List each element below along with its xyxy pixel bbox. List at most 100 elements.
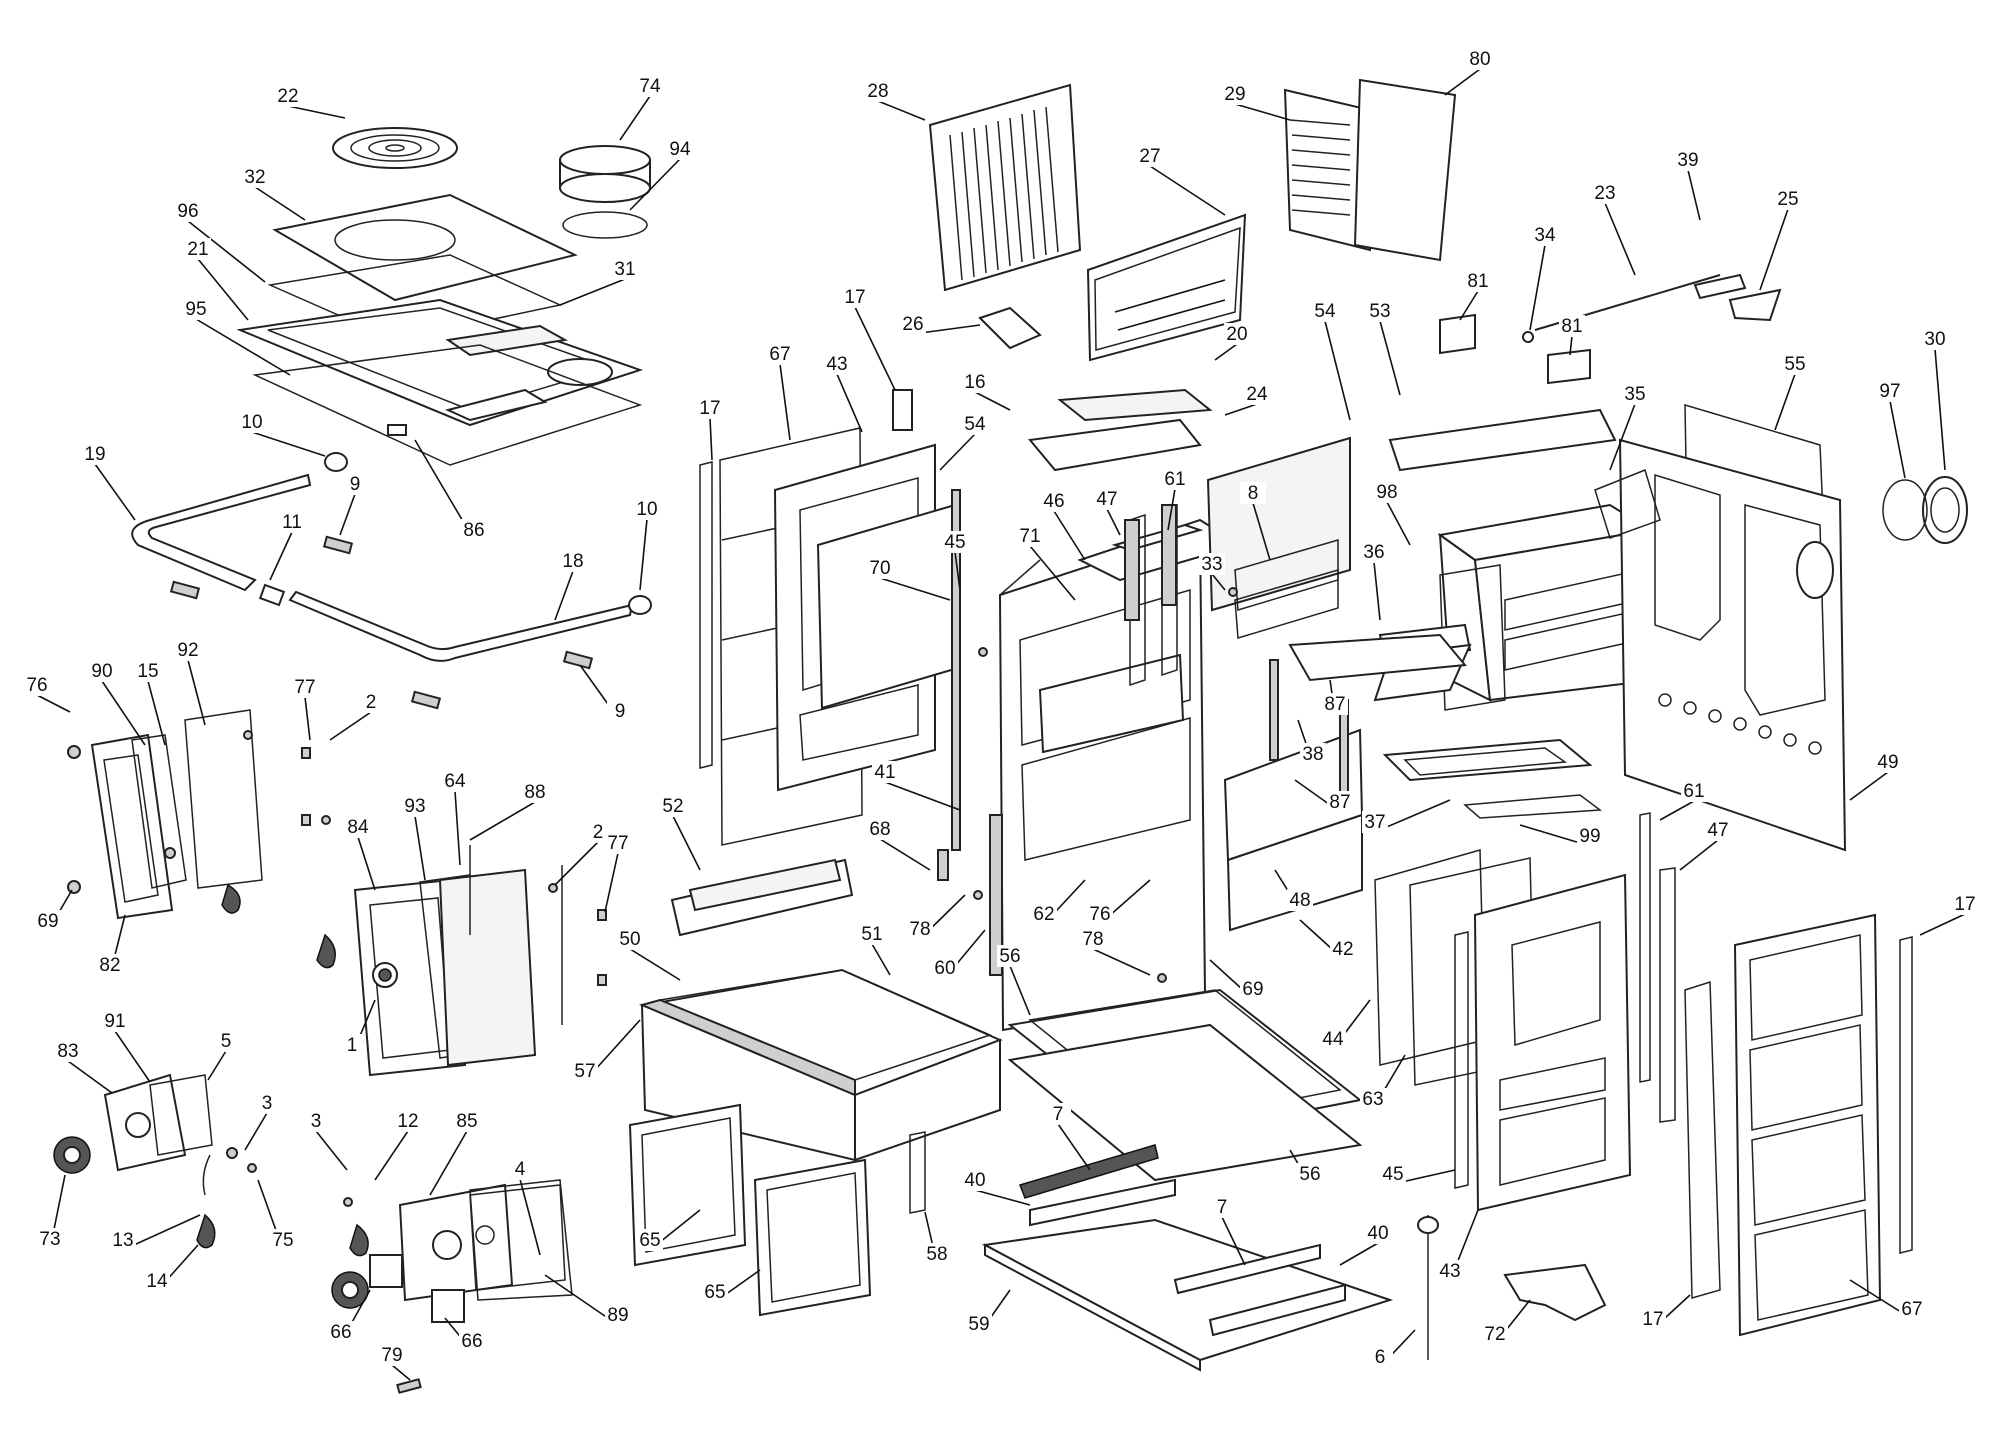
- cooktop-plate: [272, 193, 578, 302]
- callout-label: 48: [1289, 890, 1310, 911]
- callout-c96: 96: [175, 200, 266, 283]
- callout-label: 77: [294, 677, 315, 698]
- callout-c76b: 76: [1087, 879, 1151, 925]
- lower-door: [331, 1179, 573, 1394]
- callout-leader: [974, 1189, 1031, 1206]
- callout-label-bg: [279, 511, 305, 533]
- callout-label: 75: [272, 1230, 293, 1251]
- callout-label-bg: [1320, 1028, 1346, 1050]
- callout-c50: 50: [617, 928, 681, 981]
- callout-c75: 75: [257, 1179, 296, 1251]
- callout-label: 15: [137, 661, 158, 682]
- callout-c58: 58: [924, 1211, 950, 1265]
- firebox-door: [67, 709, 331, 920]
- callout-c42: 42: [1299, 919, 1356, 960]
- callout-c53: 53: [1367, 300, 1401, 396]
- callout-c81b: 81: [1559, 315, 1585, 356]
- callout-label-bg: [907, 918, 933, 940]
- callout-c45b: 45: [1380, 1163, 1456, 1185]
- callout-c37: 37: [1362, 799, 1451, 833]
- callout-leader: [709, 417, 713, 461]
- callout-c32: 32: [242, 166, 306, 221]
- callout-c9b: 9: [579, 664, 633, 722]
- callout-c40a: 40: [962, 1169, 1031, 1206]
- callout-label-bg: [1467, 48, 1493, 70]
- callout-label-bg: [1532, 224, 1558, 246]
- callout-leader: [1934, 348, 1946, 471]
- callout-label: 53: [1369, 301, 1390, 322]
- callout-label: 65: [639, 1230, 660, 1251]
- callout-leader: [1529, 244, 1546, 331]
- callout-label: 46: [1043, 491, 1064, 512]
- callout-label-bg: [605, 832, 631, 854]
- callout-leader: [1009, 965, 1031, 1016]
- callout-leader: [147, 680, 166, 746]
- callout-label: 47: [1707, 820, 1728, 841]
- callout-label: 12: [397, 1111, 418, 1132]
- callout-label: 49: [1877, 752, 1898, 773]
- callout-label: 39: [1677, 150, 1698, 171]
- callout-label-bg: [1640, 1308, 1666, 1330]
- callout-c95: 95: [183, 298, 291, 376]
- callout-label-bg: [617, 928, 643, 950]
- callout-c91: 91: [102, 1010, 151, 1083]
- callout-c68: 68: [867, 818, 931, 871]
- callout-leader: [269, 531, 293, 581]
- callout-label-bg: [824, 353, 850, 375]
- callout-label: 55: [1784, 354, 1805, 375]
- callout-c16: 16: [962, 371, 1011, 411]
- callout-leader: [101, 680, 146, 746]
- callout-leader: [1057, 1123, 1091, 1171]
- callout-label-bg: [1322, 693, 1348, 715]
- callout-label: 32: [244, 167, 265, 188]
- callout-c87b: 87: [1294, 779, 1353, 813]
- callout-leader: [1919, 913, 1966, 936]
- callout-label-bg: [144, 1270, 170, 1292]
- callout-label: 85: [456, 1111, 477, 1132]
- callout-leader: [974, 391, 1011, 411]
- flue-collar: [559, 145, 651, 203]
- callout-c65a: 65: [637, 1209, 701, 1251]
- callout-label-bg: [697, 397, 723, 419]
- callout-label-bg: [1209, 1196, 1235, 1218]
- callout-label: 45: [1382, 1164, 1403, 1185]
- callout-c1: 1: [339, 999, 376, 1056]
- callout-leader: [339, 493, 356, 536]
- callout-label: 81: [1561, 316, 1582, 337]
- callout-leader: [877, 100, 926, 121]
- callout-label: 43: [826, 354, 847, 375]
- callout-label-bg: [634, 498, 660, 520]
- callout-label: 54: [1314, 301, 1336, 322]
- back-panel-holes: [1658, 693, 1822, 755]
- callout-label: 4: [515, 1159, 526, 1180]
- callout-label: 9: [615, 701, 626, 722]
- callout-label: 7: [1053, 1104, 1064, 1125]
- callout-c47a: 47: [1094, 488, 1121, 536]
- callout-label-bg: [183, 298, 209, 320]
- callout-label: 30: [1924, 329, 1945, 350]
- callout-c48: 48: [1274, 869, 1313, 911]
- callout-leader: [36, 694, 71, 713]
- callout-label: 5: [221, 1031, 232, 1052]
- callout-c63: 63: [1360, 1054, 1406, 1110]
- callout-label: 61: [1164, 469, 1185, 490]
- callout-label: 14: [146, 1271, 168, 1292]
- callout-label-bg: [454, 1110, 480, 1132]
- callout-c46: 46: [1041, 490, 1086, 561]
- callout-leader: [1444, 68, 1481, 96]
- callout-label-bg: [1330, 938, 1356, 960]
- callout-label-bg: [1362, 811, 1388, 833]
- callout-c59: 59: [966, 1289, 1011, 1335]
- callout-leader: [287, 105, 346, 119]
- callout-label: 70: [869, 558, 890, 579]
- callout-label-bg: [1031, 903, 1057, 925]
- callout-c36: 36: [1361, 541, 1387, 621]
- callout-label-bg: [1199, 553, 1225, 575]
- callout-c35: 35: [1609, 383, 1648, 471]
- callout-c43b: 43: [1437, 1209, 1479, 1282]
- callout-label-bg: [962, 1169, 988, 1191]
- back-panel: [1388, 273, 1968, 852]
- callout-c88: 88: [469, 781, 548, 841]
- callout-label: 20: [1226, 324, 1247, 345]
- callout-label: 33: [1201, 554, 1222, 575]
